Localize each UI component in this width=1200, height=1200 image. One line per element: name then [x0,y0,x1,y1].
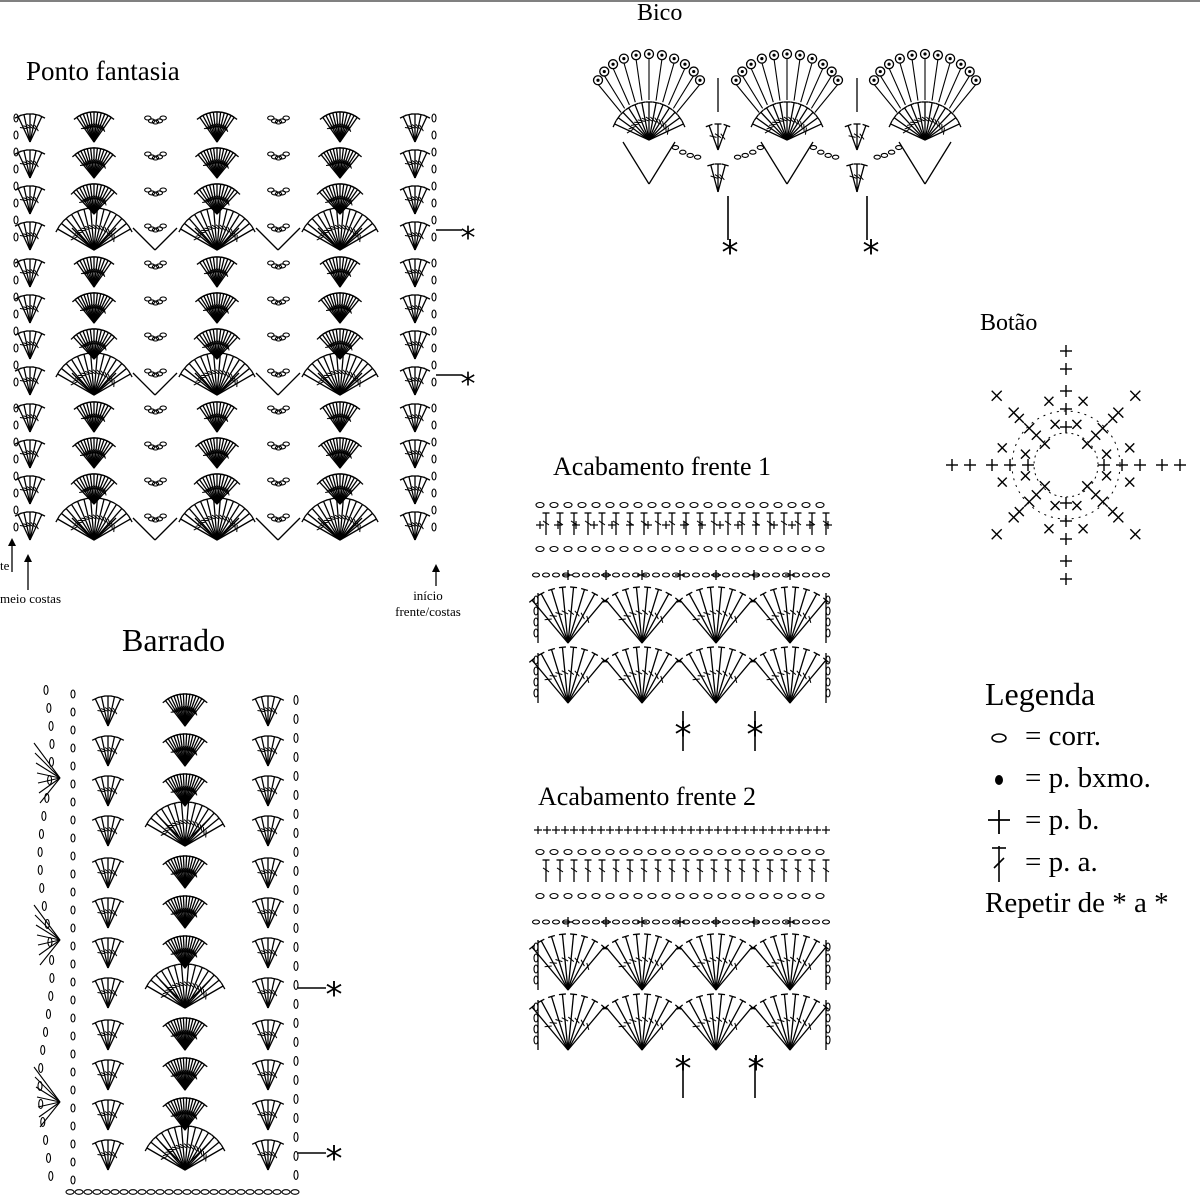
note-frente: te [0,558,10,573]
repeat-asterisk: * [675,1049,692,1089]
double-stitch-icon [992,846,1006,882]
repeat-asterisk: * [326,975,343,1015]
repeat-asterisk: * [747,715,764,755]
barrado-title: Barrado [122,622,226,658]
legend-item-single: = p. b. [985,799,1169,841]
repeat-asterisk: * [748,1049,765,1089]
note-meio-costas: meio costas [0,591,62,606]
botao-chart [946,345,1186,585]
legend-label-chain: = corr. [1025,720,1101,752]
ponto-fantasia-chart [8,111,462,590]
legend: Legenda = corr. = p. bxmo. = p. b. = p. … [985,676,1169,923]
acabamento-frente-1-chart [528,501,832,751]
repeat-marks: * * * * * * * * * * [326,221,880,1179]
botao-title: Botão [980,310,1038,336]
legend-label-slip: = p. bxmo. [1025,762,1151,794]
note-inicio-line1: início [413,588,443,603]
acabamento-frente-2-title: Acabamento frente 2 [538,782,757,811]
bico-title: Bico [637,0,683,26]
acabamento-frente-2-chart [528,826,831,1098]
acabamento-frente-1-title: Acabamento frente 1 [553,452,772,481]
repeat-asterisk: * [863,233,880,273]
bico-chart [592,48,982,240]
legend-label-double: = p. a. [1025,846,1098,878]
chain-oval-icon [991,733,1007,743]
legend-title: Legenda [985,676,1096,712]
repeat-asterisk: * [722,233,739,273]
note-inicio-line2: frente/costas [395,604,461,619]
legend-repeat-note: Repetir de * a * [985,887,1169,919]
repeat-asterisk: * [461,221,476,256]
ponto-fantasia-title: Ponto fantasia [26,56,180,86]
repeat-asterisk: * [675,715,692,755]
legend-item-double: = p. a. [985,841,1169,883]
legend-item-chain: = corr. [985,715,1169,757]
barrado-chart [33,684,326,1195]
legend-item-slip: = p. bxmo. [985,757,1169,799]
slip-dot-icon [995,775,1003,785]
legend-label-single: = p. b. [1025,804,1100,836]
single-cross-icon [988,810,1010,834]
repeat-asterisk: * [461,367,476,402]
note-inicio: início frente/costas [386,588,470,620]
repeat-asterisk: * [326,1139,343,1179]
